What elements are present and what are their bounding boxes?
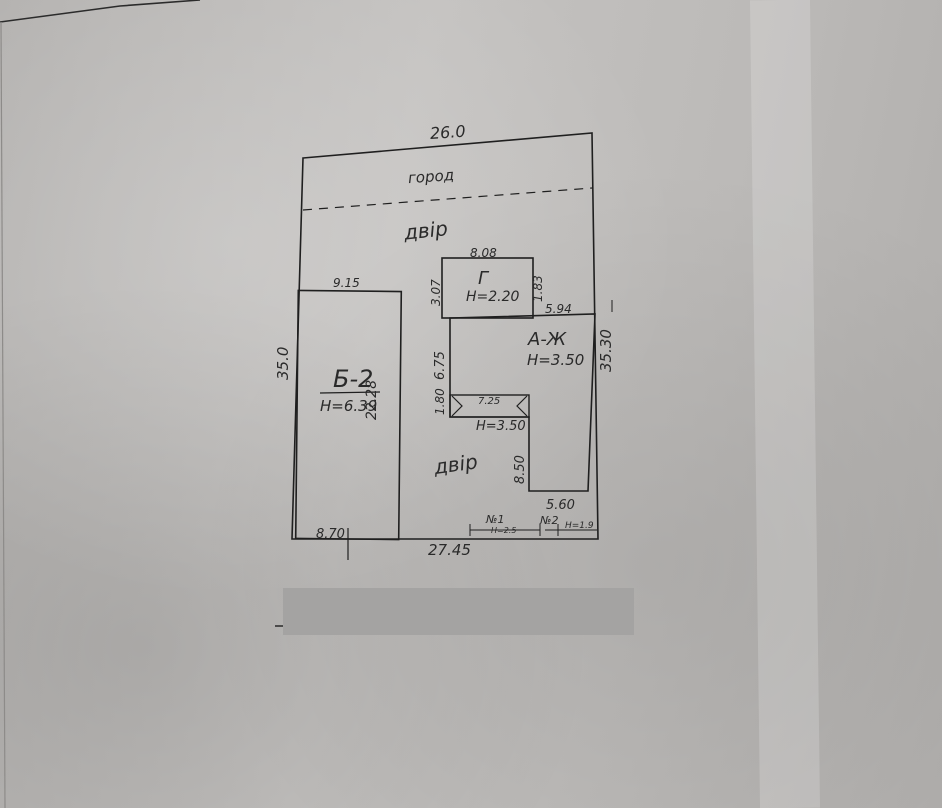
building-g-outline xyxy=(441,257,534,319)
building-a-bottom-dim: 5.60 xyxy=(546,498,575,513)
plot-bottom-width: 27.45 xyxy=(428,541,471,559)
building-b-outline xyxy=(294,289,403,541)
building-b-top-dim: 9.15 xyxy=(333,276,360,290)
yard-bottom-label: двір xyxy=(431,449,479,479)
fence-1-label: №1 xyxy=(485,513,504,526)
garden-divider-dashed xyxy=(302,187,593,211)
porch-height: Н=3.50 xyxy=(476,419,526,434)
building-b-height: Н=6.39 xyxy=(320,397,377,415)
building-a-inner-dim: 8.50 xyxy=(513,455,528,484)
building-g-top-dim: 8.08 xyxy=(470,246,497,260)
building-a-height: Н=3.50 xyxy=(527,351,584,369)
porch-hatch-left xyxy=(451,395,463,417)
fence-1-sub: Н=2.5 xyxy=(491,526,516,535)
porch-depth-dim: 1.80 xyxy=(433,388,447,415)
porch-hatch-right xyxy=(516,395,528,417)
building-g-right-dim: 1.83 xyxy=(531,275,545,302)
fence-2-label: №2 xyxy=(539,514,558,527)
garden-label: город xyxy=(407,166,454,187)
redacted-block xyxy=(283,588,634,635)
building-g-height: Н=2.20 xyxy=(466,289,520,305)
building-b-letter: Б-2 xyxy=(333,365,373,393)
plot-boundary xyxy=(291,132,599,540)
plot-left-depth: 35.0 xyxy=(274,347,292,380)
porch-outline xyxy=(449,394,530,418)
plot-right-depth: 35.30 xyxy=(597,329,615,372)
building-a-top-dim: 5.94 xyxy=(545,302,572,316)
building-g-letter: Г xyxy=(478,268,490,289)
building-b-underline xyxy=(319,391,381,394)
building-b-bottom-dim: 8.70 xyxy=(316,527,345,542)
building-a-letter: А-Ж xyxy=(527,329,567,350)
building-g-left-dim: 3.07 xyxy=(429,279,443,306)
yard-top-label: двір xyxy=(402,216,449,245)
plot-top-width: 26.0 xyxy=(429,122,466,143)
porch-width-dim: 7.25 xyxy=(478,396,500,407)
fence-2-sub: Н=1.9 xyxy=(565,521,594,531)
building-a-left-dim: 6.75 xyxy=(433,351,448,380)
building-b-side-dim: 22.28 xyxy=(364,380,380,420)
